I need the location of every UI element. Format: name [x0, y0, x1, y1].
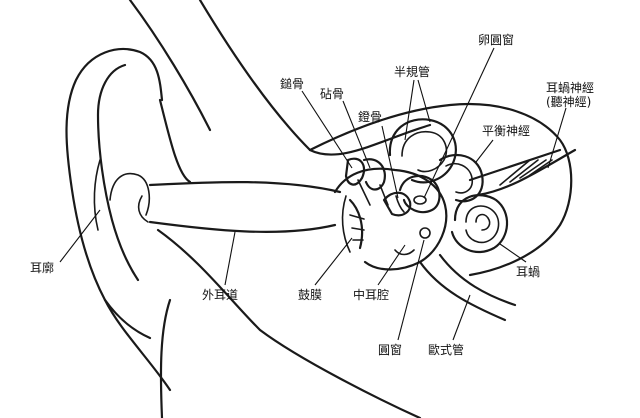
label-ear-canal: 外耳道 [202, 288, 238, 302]
cochlea-shape [450, 194, 509, 254]
semicircular-canals [388, 118, 484, 214]
label-auricle: 耳廓 [30, 260, 54, 275]
auricle-outline [65, 0, 432, 418]
ear-canal [137, 180, 342, 233]
label-incus: 砧骨 [320, 87, 344, 101]
round-window-shape [419, 227, 431, 239]
label-round-window: 圓窗 [378, 343, 402, 357]
eardrum-shape [341, 195, 365, 253]
label-cochlea: 耳蝸 [516, 265, 540, 279]
label-stapes: 鐙骨 [358, 109, 382, 124]
label-eardrum: 鼓膜 [298, 288, 322, 302]
temporal-bone-outline [308, 103, 573, 277]
ossicles [344, 157, 412, 217]
eustachian-tube-shape [418, 253, 517, 322]
label-eustachian-tube: 歐式管 [428, 342, 464, 357]
leader-lines [59, 47, 567, 341]
label-auditory-nerve: (聽神經) [546, 95, 591, 109]
label-oval-window: 卵圓窗 [478, 33, 514, 47]
label-vestibular-nerve: 平衡神經 [482, 124, 530, 138]
nerve-bundle [468, 148, 577, 197]
label-middle-ear: 中耳腔 [353, 287, 389, 302]
middle-ear-cavity [333, 167, 448, 271]
label-semicircular: 半規管 [394, 64, 430, 79]
oval-window-shape [413, 195, 427, 205]
label-cochlear-nerve: 耳蝸神經 [546, 81, 594, 95]
label-malleus: 鎚骨 [280, 76, 304, 91]
